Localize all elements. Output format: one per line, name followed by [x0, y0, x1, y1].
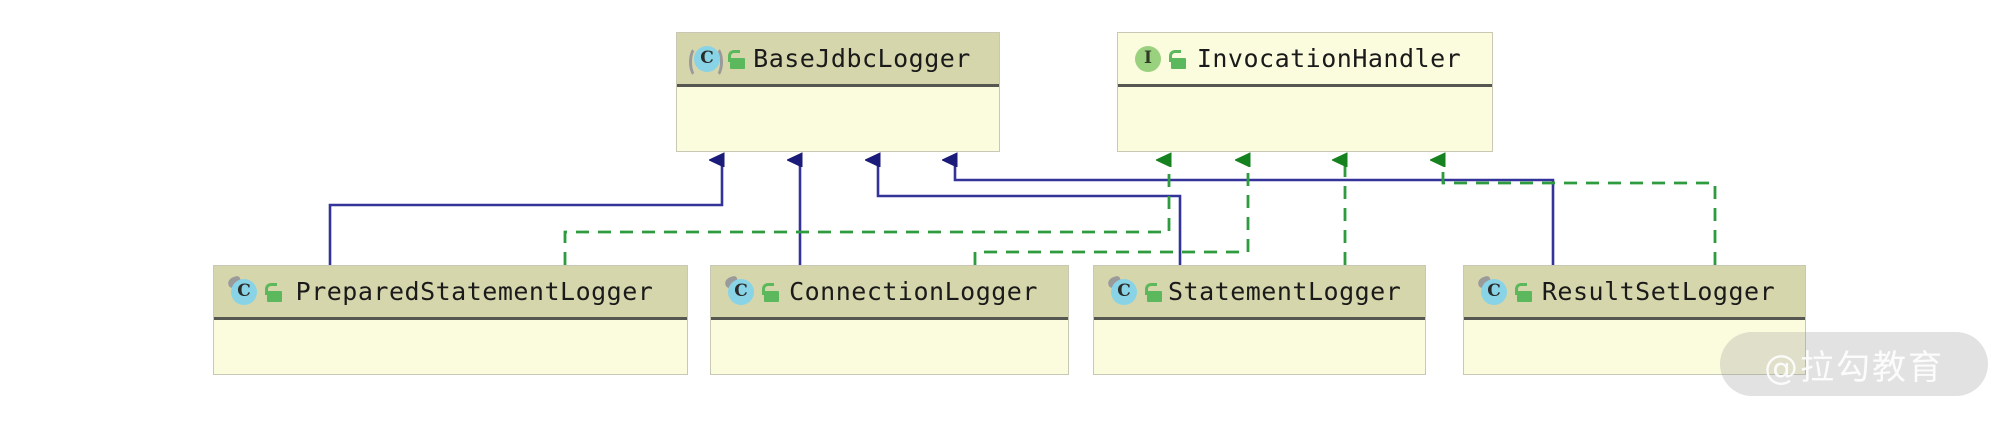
unlocked-padlock-icon [1144, 281, 1164, 303]
uml-node-title: InvocationHandler [1196, 44, 1462, 73]
unlocked-padlock-icon [727, 48, 747, 70]
uml-node-header: C ConnectionLogger [711, 266, 1068, 320]
edge-resultsetlogger-extends-basejdbclogger [955, 160, 1555, 265]
edge-connectionlogger-implements-invocationhandler [973, 160, 1248, 265]
class-icon: C [226, 274, 258, 307]
class-icon: C [723, 274, 755, 307]
uml-node-members [1464, 320, 1805, 374]
uml-node-title: PreparedStatementLogger [295, 277, 654, 306]
unlocked-padlock-icon [761, 281, 781, 303]
unlocked-padlock-icon [1514, 281, 1534, 303]
unlocked-padlock-icon [1168, 48, 1188, 70]
uml-node-title: StatementLogger [1168, 277, 1402, 306]
edge-preparedstatementlogger-implements-invocationhandler [563, 160, 1169, 265]
edge-statementlogger-extends-basejdbclogger [878, 160, 1182, 265]
unlocked-padlock-icon [264, 281, 284, 303]
uml-node-members [677, 87, 999, 141]
interface-icon: I [1132, 44, 1162, 74]
class-icon: C [1476, 274, 1508, 307]
uml-node-resultsetlogger[interactable]: C ResultSetLogger [1463, 265, 1806, 375]
uml-node-basejdbclogger[interactable]: C BaseJdbcLogger [676, 32, 1000, 152]
uml-node-title: ConnectionLogger [789, 277, 1038, 306]
uml-node-header: C StatementLogger [1094, 266, 1425, 320]
uml-node-title: ResultSetLogger [1541, 277, 1776, 306]
watermark-badge: @拉勾教育 [1720, 332, 1988, 396]
uml-node-connectionlogger[interactable]: C ConnectionLogger [710, 265, 1069, 375]
uml-node-members [711, 320, 1068, 374]
uml-node-title: BaseJdbcLogger [753, 44, 971, 73]
class-icon: C [689, 44, 723, 78]
uml-node-members [214, 320, 687, 374]
uml-node-header: I InvocationHandler [1118, 33, 1492, 87]
uml-node-header: C ResultSetLogger [1464, 266, 1805, 320]
uml-node-preparedstatementlogger[interactable]: C PreparedStatementLogger [213, 265, 688, 375]
watermark-text: @拉勾教育 [1764, 347, 1944, 388]
uml-node-members [1094, 320, 1425, 374]
uml-node-members [1118, 87, 1492, 141]
uml-node-invocationhandler[interactable]: I InvocationHandler [1117, 32, 1493, 152]
uml-node-header: C BaseJdbcLogger [677, 33, 999, 87]
uml-node-statementlogger[interactable]: C StatementLogger [1093, 265, 1426, 375]
uml-node-header: C PreparedStatementLogger [214, 266, 687, 320]
edge-resultsetlogger-implements-invocationhandler [1443, 160, 1717, 265]
edge-preparedstatementlogger-extends-basejdbclogger [328, 160, 722, 265]
class-icon: C [1106, 274, 1138, 307]
